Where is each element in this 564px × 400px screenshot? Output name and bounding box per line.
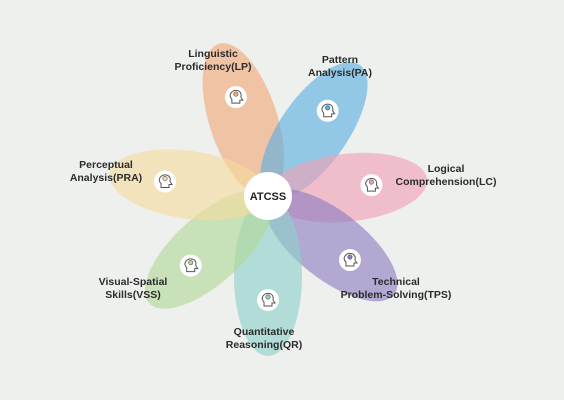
head-analysis-icon xyxy=(154,170,177,193)
icons-group xyxy=(154,86,383,311)
petal-tps xyxy=(264,189,398,302)
petal-pra xyxy=(109,149,269,221)
label-lp: Linguistic Proficiency(LP) xyxy=(172,48,254,73)
label-tps: Technical Problem-Solving(TPS) xyxy=(340,276,452,301)
label-vss-line2: Skills(VSS) xyxy=(105,288,161,301)
head-gear-icon xyxy=(338,249,361,272)
label-pra: Perceptual Analysis(PRA) xyxy=(66,159,146,184)
label-lc-line1: Logical xyxy=(427,163,465,175)
petals-group xyxy=(109,43,428,356)
label-qr: Quantitative Reasoning(QR) xyxy=(220,326,308,351)
label-vss-line1: Visual-Spatial xyxy=(98,276,168,288)
label-vss: Visual-Spatial Skills(VSS) xyxy=(92,276,174,301)
people-discussion-icon xyxy=(360,174,383,197)
brain-idea-icon xyxy=(316,99,339,122)
label-tps-line2: Problem-Solving(TPS) xyxy=(340,288,452,301)
label-pra-line1: Perceptual xyxy=(79,159,133,171)
label-lc-line2: Comprehension(LC) xyxy=(395,175,497,188)
label-pa: Pattern Analysis(PA) xyxy=(304,54,376,79)
center-label: ATCSS xyxy=(250,191,286,203)
petal-pa xyxy=(260,62,368,199)
gears-icon xyxy=(179,254,202,277)
petal-vss xyxy=(144,190,273,309)
center-circle xyxy=(244,172,292,220)
label-qr-line2: Reasoning(QR) xyxy=(225,338,303,351)
label-pa-line2: Analysis(PA) xyxy=(308,66,372,79)
label-tps-line1: Technical xyxy=(372,276,420,288)
label-lp-line2: Proficiency(LP) xyxy=(174,60,252,73)
label-qr-line1: Quantitative xyxy=(233,326,295,338)
head-thinking-icon xyxy=(224,86,247,109)
label-pa-line1: Pattern xyxy=(321,54,359,66)
label-pra-line2: Analysis(PRA) xyxy=(69,171,143,184)
calculator-chart-icon xyxy=(257,289,279,311)
label-lc: Logical Comprehension(LC) xyxy=(394,163,498,188)
label-lp-line1: Linguistic xyxy=(188,48,238,60)
